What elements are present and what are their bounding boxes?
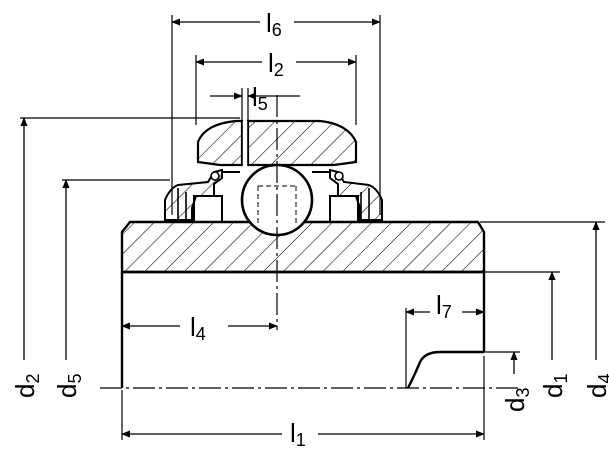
extension-lines — [20, 15, 605, 440]
label-d1: d1 — [538, 374, 571, 398]
label-l1: l1 — [290, 418, 306, 450]
label-l5: l5 — [252, 82, 268, 114]
outer-ring-left-section — [196, 119, 244, 167]
dimension-labels: l6 l2 l5 l4 l7 l1 d2 d5 d3 d1 d4 — [10, 8, 609, 450]
label-l4: l4 — [190, 312, 206, 344]
label-d4: d4 — [582, 374, 609, 398]
set-screw-notch — [406, 350, 484, 389]
label-d5: d5 — [52, 374, 85, 398]
label-d3: d3 — [500, 388, 533, 412]
label-l6: l6 — [266, 8, 282, 40]
dimension-lines — [20, 18, 600, 438]
label-l2: l2 — [268, 48, 284, 80]
label-d2: d2 — [10, 374, 43, 398]
outer-ring-right-section — [246, 119, 358, 167]
inner-ring-body — [120, 220, 486, 389]
outer-ring — [196, 119, 358, 167]
inner-ring-section — [120, 220, 486, 274]
label-l7: l7 — [436, 290, 452, 322]
